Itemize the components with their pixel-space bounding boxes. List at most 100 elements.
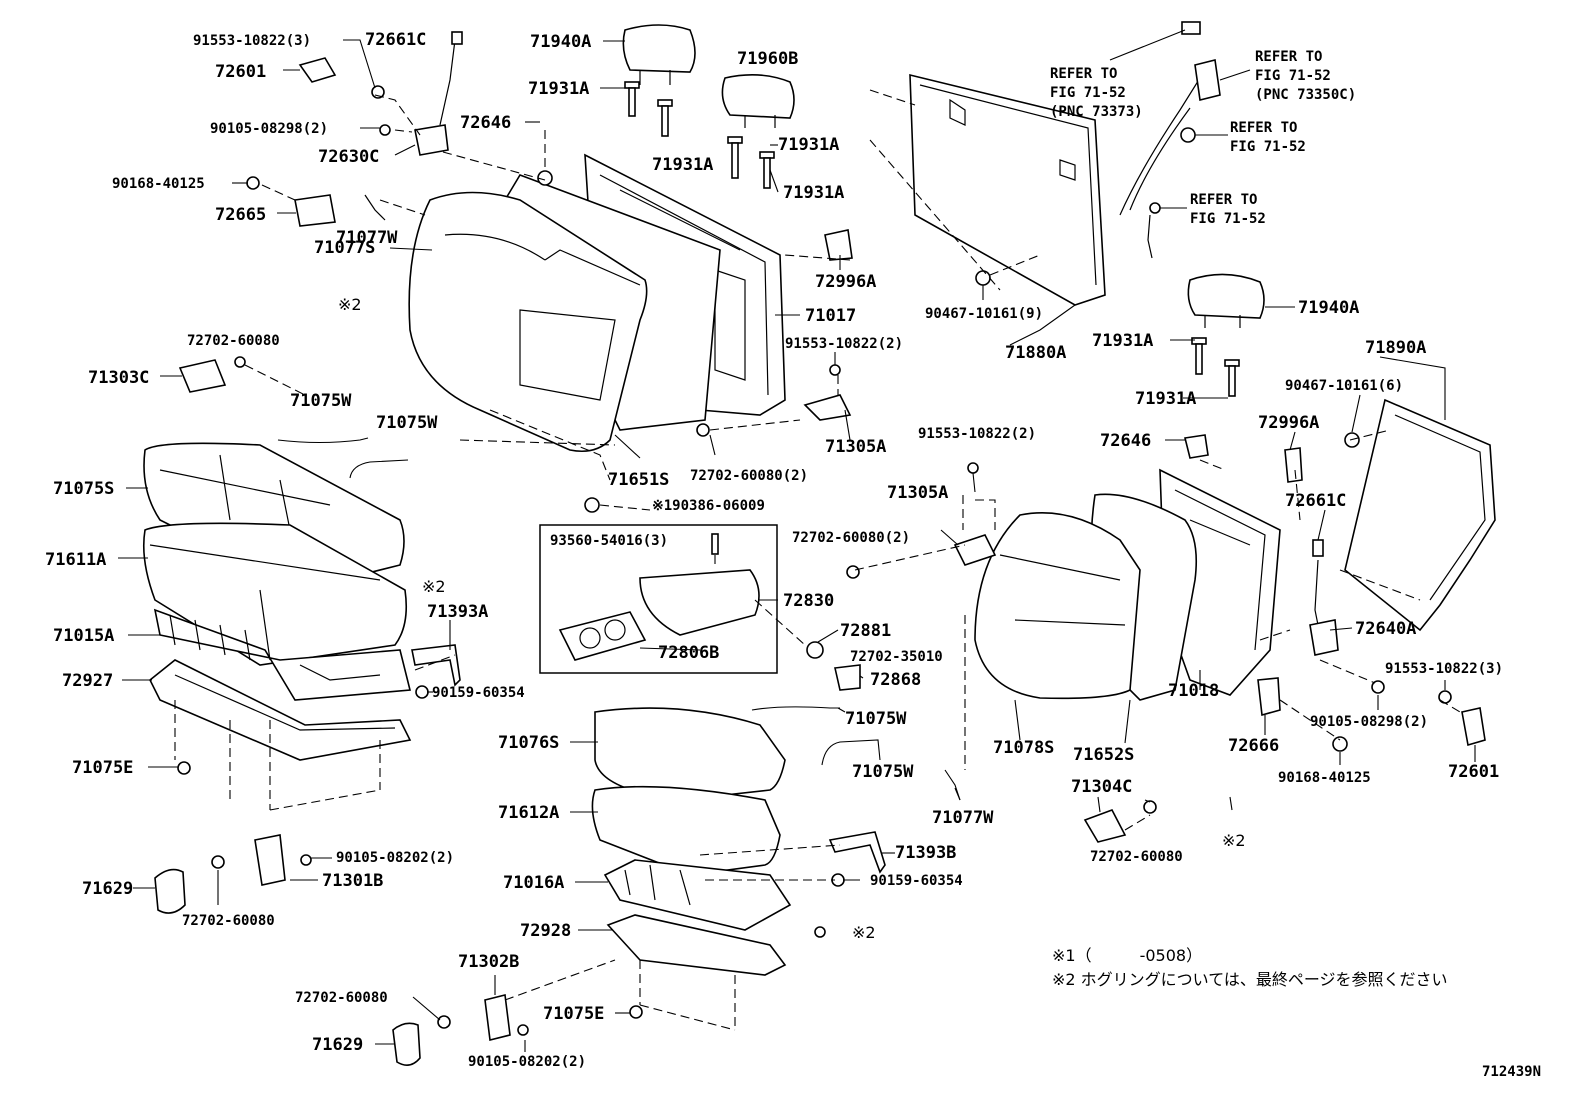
label: 71890A <box>1365 338 1426 358</box>
left-seatback-group <box>408 153 786 453</box>
label: 91553-10822(3) <box>1385 661 1503 677</box>
seatback-cover-71078S <box>974 512 1141 700</box>
label: 72665 <box>215 205 266 225</box>
label: 71016A <box>503 873 564 893</box>
label: 72702-60080 <box>182 913 275 929</box>
small-parts-top-left <box>178 31 463 393</box>
seat-under-72927 <box>148 659 412 761</box>
footnote-2: ※2 ホグリングについては、最終ページを参照ください <box>1052 970 1448 989</box>
label: 72646 <box>1100 431 1151 451</box>
label: 90168-40125 <box>112 176 205 192</box>
label: 71075E <box>72 758 133 778</box>
label: 71651S <box>608 470 669 490</box>
label: 71075E <box>543 1004 604 1024</box>
label: REFER TO <box>1230 120 1297 136</box>
label: 71075W <box>376 413 438 433</box>
label: 91553-10822(2) <box>918 426 1036 442</box>
label: 91553-10822(3) <box>193 33 311 49</box>
handle-71393A <box>411 644 461 687</box>
label: 72646 <box>460 113 511 133</box>
label: ※2 <box>1222 831 1246 850</box>
cover-72868 <box>834 664 861 691</box>
label: 71017 <box>805 306 856 326</box>
label: 71075S <box>53 479 114 499</box>
label: 72702-60080(2) <box>792 530 910 546</box>
label: 71077W <box>932 808 994 828</box>
label: FIG 71-52 <box>1255 68 1331 84</box>
left-seat-cushion-group <box>142 442 412 761</box>
label: 71931A <box>528 79 589 99</box>
footnote-1: ※1（ -0508） <box>1052 946 1202 965</box>
label: 71931A <box>783 183 844 203</box>
label: 71393A <box>427 602 488 622</box>
leader-lines <box>118 29 1476 1052</box>
label: ※190386-06009 <box>652 498 765 514</box>
label: 72996A <box>1258 413 1319 433</box>
panel-71890A <box>1344 398 1496 632</box>
label: ※2 <box>852 923 876 942</box>
label: 93560-54016(3) <box>550 533 668 549</box>
label: 71078S <box>993 738 1054 758</box>
label: 71305A <box>887 483 948 503</box>
label: 90105-08202(2) <box>336 850 454 866</box>
label: 71931A <box>778 135 839 155</box>
label: 71304C <box>1071 777 1132 797</box>
label: REFER TO <box>1190 192 1257 208</box>
footnotes: ※1（ -0508） ※2 ホグリングについては、最終ページを参照ください 71… <box>1052 946 1541 1080</box>
label: 71305A <box>825 437 886 457</box>
label: 71301B <box>322 871 383 891</box>
label: (PNC 73373) <box>1050 104 1143 120</box>
label: 90168-40125 <box>1278 770 1371 786</box>
label: 71931A <box>1092 331 1153 351</box>
handle-71393B <box>828 831 886 874</box>
label: 72702-60080 <box>1090 849 1183 865</box>
headrest-71940A-b <box>1187 273 1265 319</box>
label: 72806B <box>658 643 719 663</box>
label: 72702-60080 <box>295 990 388 1006</box>
label: FIG 71-52 <box>1050 85 1126 101</box>
label: 71077W <box>336 228 398 248</box>
label: 90105-08298(2) <box>1310 714 1428 730</box>
label: 72702-35010 <box>850 649 943 665</box>
label: 90467-10161(9) <box>925 306 1043 322</box>
label: 71940A <box>1298 298 1359 318</box>
label: 71652S <box>1073 745 1134 765</box>
label: 71018 <box>1168 681 1219 701</box>
label: 90105-08202(2) <box>468 1054 586 1070</box>
label: 72996A <box>815 272 876 292</box>
seatbelt <box>1119 69 1206 216</box>
label: 91553-10822(2) <box>785 336 903 352</box>
label: 90159-60354 <box>870 873 963 889</box>
label: 71077S <box>314 238 375 258</box>
cupholder-72806B <box>558 611 647 661</box>
headrest-71960B <box>721 74 795 119</box>
label: 71612A <box>498 803 559 823</box>
center-cushion-group <box>591 707 792 976</box>
label: 72868 <box>870 670 921 690</box>
label: 72601 <box>1448 762 1499 782</box>
armrest-72830 <box>639 569 760 636</box>
label: 72928 <box>520 921 571 941</box>
label: 71075W <box>845 709 907 729</box>
label: 90159-60354 <box>432 685 525 701</box>
headrest-71940A <box>622 24 696 73</box>
label: ※2 <box>338 295 362 314</box>
cushion-under-72928 <box>606 914 787 976</box>
part-labels: 91553-10822(3) 72661C 72601 90105-08298(… <box>45 30 1503 1070</box>
label: 72927 <box>62 671 113 691</box>
label: REFER TO <box>1050 66 1117 82</box>
armrest-box <box>539 524 778 674</box>
label: REFER TO <box>1255 49 1322 65</box>
headrests-left <box>622 24 795 189</box>
diagram-code: 712439N <box>1482 1064 1541 1080</box>
label: FIG 71-52 <box>1190 211 1266 227</box>
cover-71629-a <box>154 868 186 914</box>
label: 71393B <box>895 843 956 863</box>
label: 71940A <box>530 32 591 52</box>
label: 72702-60080(2) <box>690 468 808 484</box>
label: 71015A <box>53 626 114 646</box>
label: 71931A <box>652 155 713 175</box>
label: (PNC 73350C) <box>1255 87 1356 103</box>
label: 71075W <box>290 391 352 411</box>
